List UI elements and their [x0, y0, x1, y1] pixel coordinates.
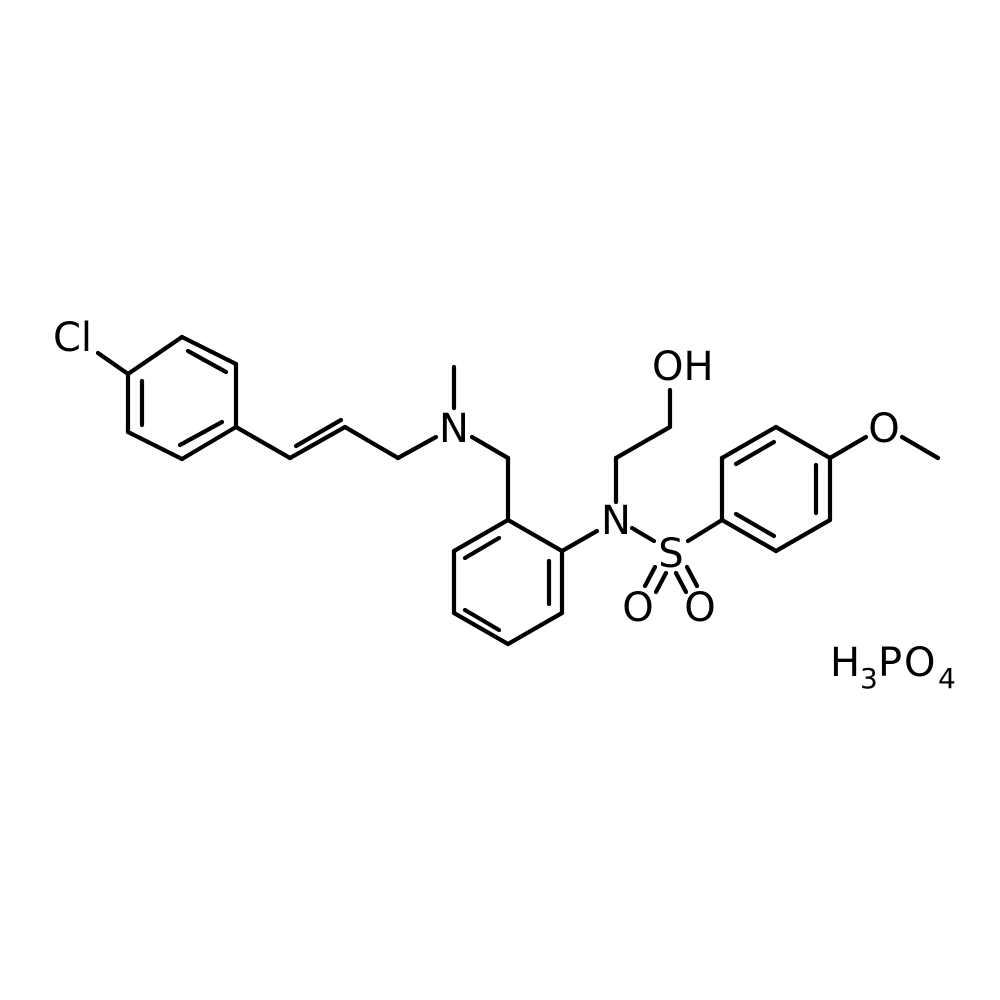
counterion-phosphorus-label: P [878, 640, 902, 686]
chlorophenyl-ring [125, 334, 239, 462]
s-o-double-bond-right-b [684, 564, 700, 589]
sulfonyl-oxygen-right-label: O [684, 585, 715, 631]
c-cl-bond [95, 350, 131, 377]
sulfonyl-oxygen-left-label: O [622, 585, 653, 631]
o-methyl-bond [899, 434, 941, 461]
counterion-oxygen-count: 4 [938, 662, 956, 695]
counterion-hydrogen-count: 3 [860, 662, 878, 695]
propenyl-chain [233, 417, 439, 461]
amine-nitrogen-label: N [439, 406, 469, 452]
n-s-bond [629, 525, 657, 544]
s-o-double-bond-right-a [673, 570, 689, 595]
s-o-double-bond-left-b [653, 570, 669, 595]
hydroxyl-label: OH [652, 344, 714, 390]
ring-n-bond [559, 528, 600, 554]
n-ch2-bond [469, 434, 511, 461]
s-o-double-bond-left-a [642, 564, 658, 589]
aryl-o-bond [827, 434, 869, 461]
chlorine-label: Cl [53, 315, 92, 361]
s-aryl-bond [685, 517, 725, 544]
phosphoric-acid-counterion: H 3 P O 4 [830, 640, 956, 695]
methoxyphenyl-ring [719, 424, 833, 554]
methoxy-oxygen-label: O [868, 406, 899, 452]
sulfonamide-nitrogen-label: N [601, 498, 631, 544]
counterion-hydrogen-label: H [830, 640, 860, 686]
sulfur-label: S [658, 531, 683, 577]
counterion-oxygen-label: O [904, 640, 935, 686]
hydroxyethyl-chain [613, 424, 673, 461]
central-benzene-ring [451, 517, 565, 647]
